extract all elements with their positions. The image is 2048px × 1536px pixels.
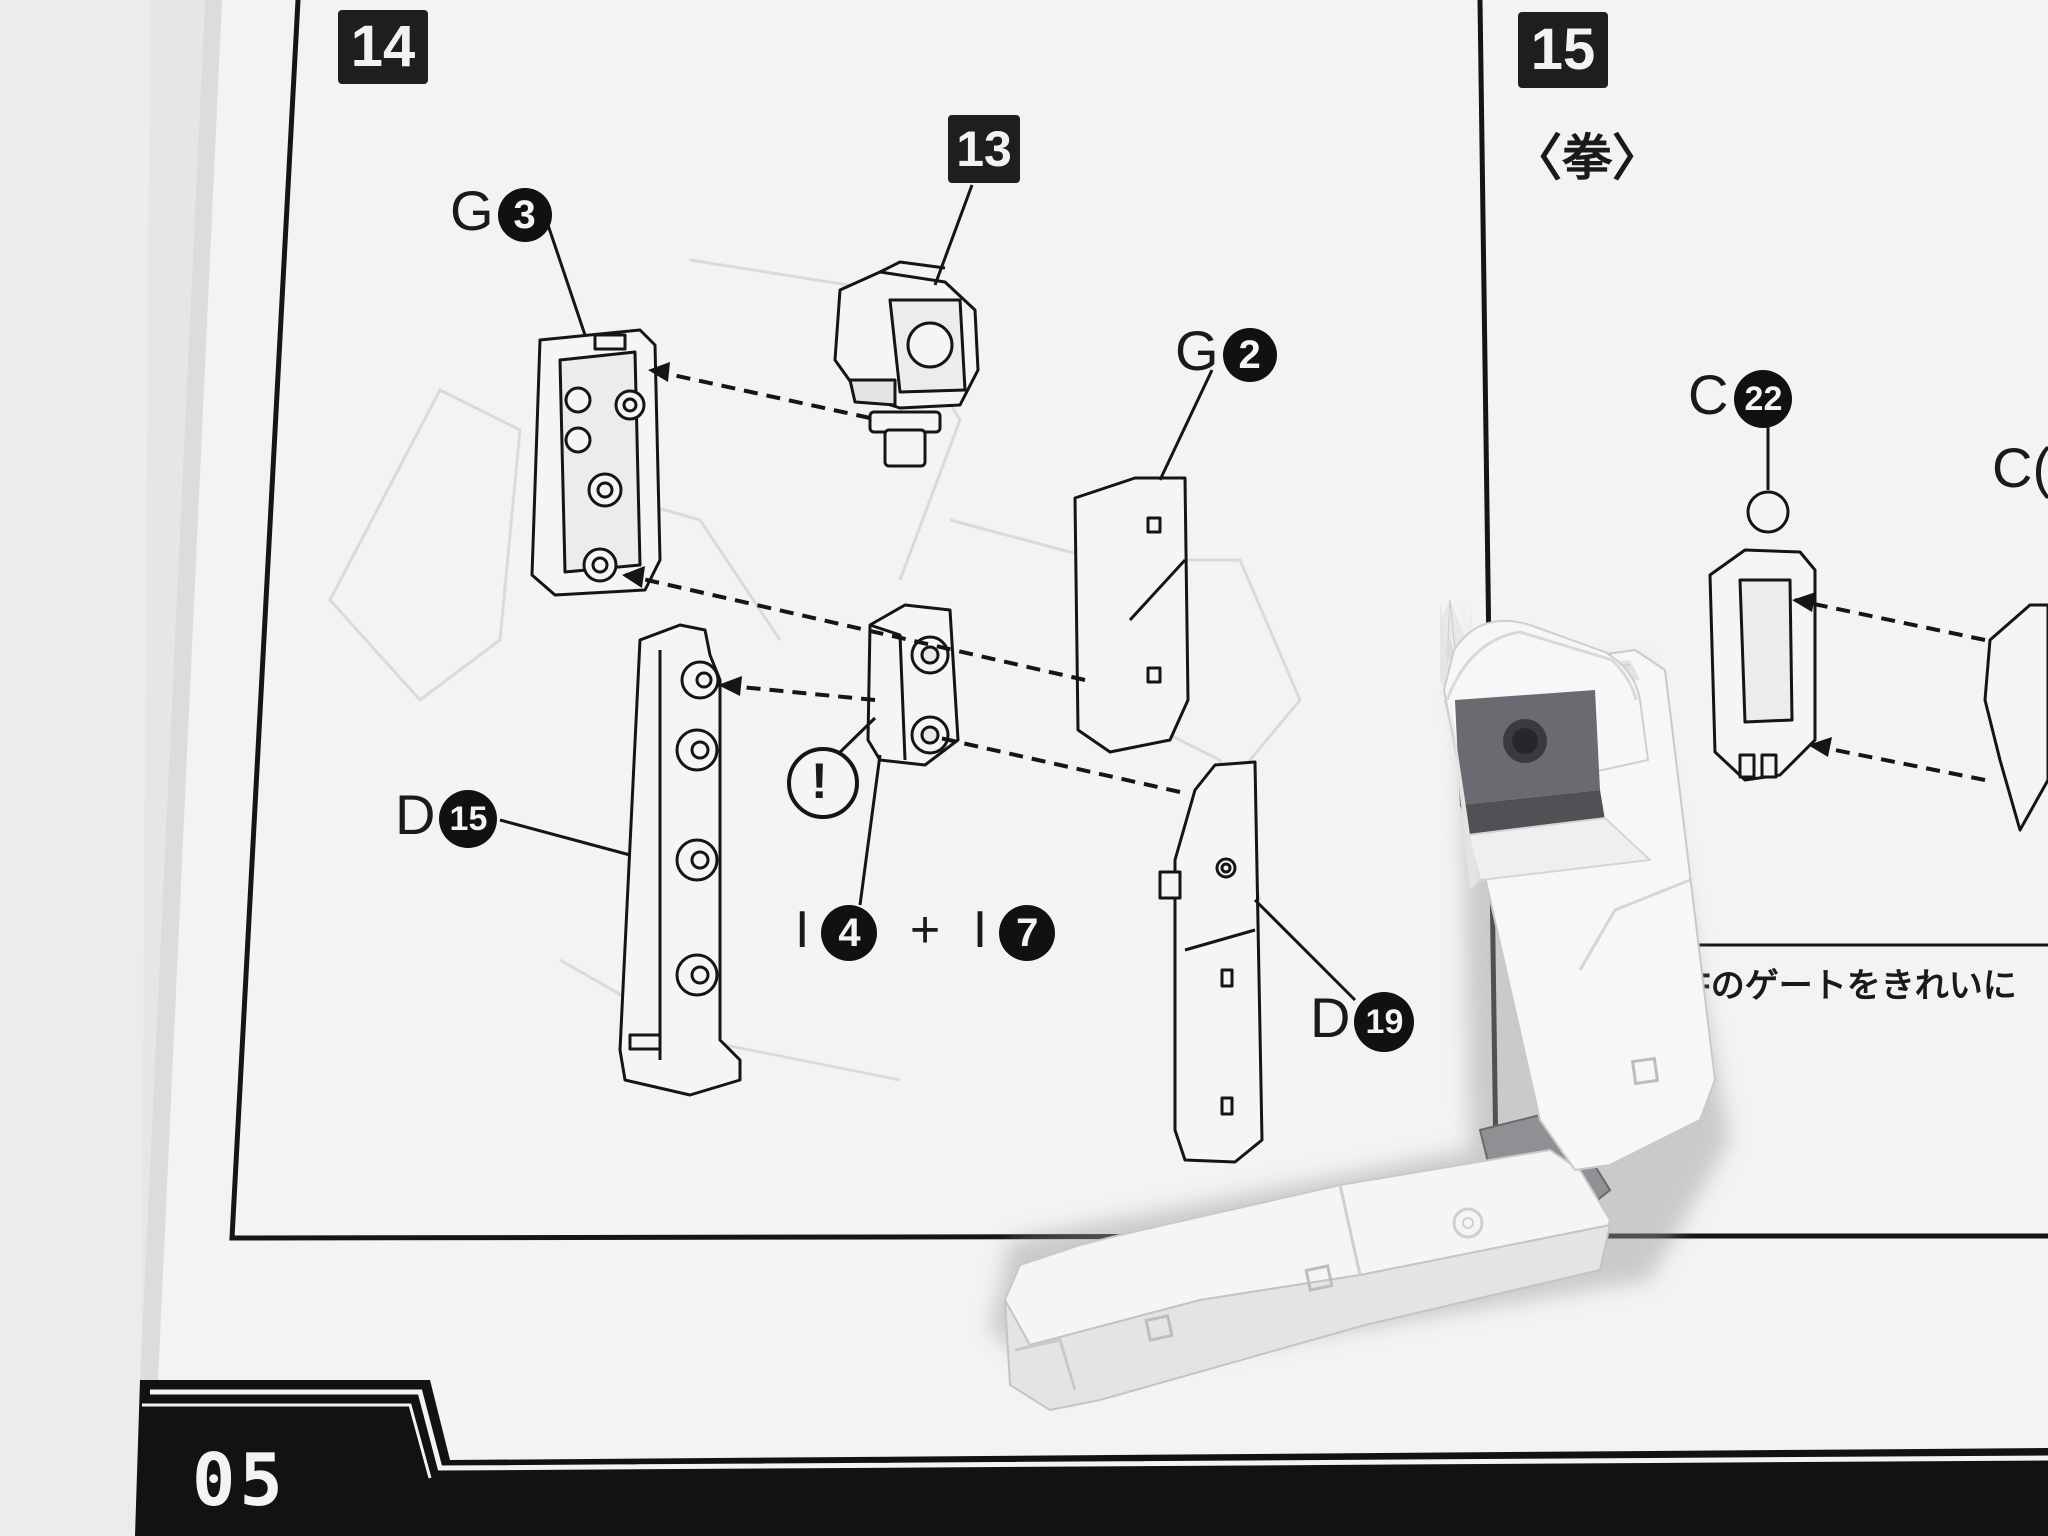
part-i4-i7-drawing — [866, 603, 960, 767]
callout-i4-letter: I — [795, 901, 810, 959]
callout-g3-number: 3 — [497, 188, 552, 243]
part-d15-drawing — [618, 623, 742, 1097]
step-15-note: Fのゲートをきれいに — [1690, 967, 2017, 1005]
step-15-subtitle: 〈拳〉 — [1512, 130, 1662, 186]
callout-i4-number: 4 — [821, 905, 878, 962]
page-number: 05 — [192, 1438, 287, 1522]
callout-d15-letter: D — [395, 783, 436, 846]
part-g3-drawing — [530, 328, 662, 597]
callout-i7-letter: I — [972, 901, 988, 959]
part-d19-drawing — [1158, 760, 1264, 1164]
callout-c22-number: 22 — [1734, 370, 1793, 429]
callout-13: 13 — [948, 115, 1020, 183]
part-c22-drawing — [1708, 490, 2048, 832]
caution-mark: ! — [811, 753, 828, 809]
part-g2-drawing — [1073, 476, 1190, 754]
callout-g2-number: 2 — [1222, 328, 1277, 383]
callout-c-partial: C( — [1992, 436, 2048, 499]
part-13-drawing — [833, 260, 980, 468]
callout-d19-letter: D — [1310, 986, 1351, 1049]
callout-g2-letter: G — [1175, 319, 1219, 382]
step-14-number: 14 — [338, 10, 428, 84]
lower-arm-segment — [1003, 1148, 1612, 1412]
callout-d19-number: 19 — [1354, 992, 1415, 1053]
step-15-number: 15 — [1518, 12, 1608, 88]
callout-i7-number: 7 — [999, 905, 1056, 962]
callout-d15-number: 15 — [439, 790, 498, 849]
callout-plus: + — [909, 901, 941, 959]
callout-c22-letter: C — [1688, 363, 1729, 426]
callout-g3-letter: G — [450, 179, 494, 242]
